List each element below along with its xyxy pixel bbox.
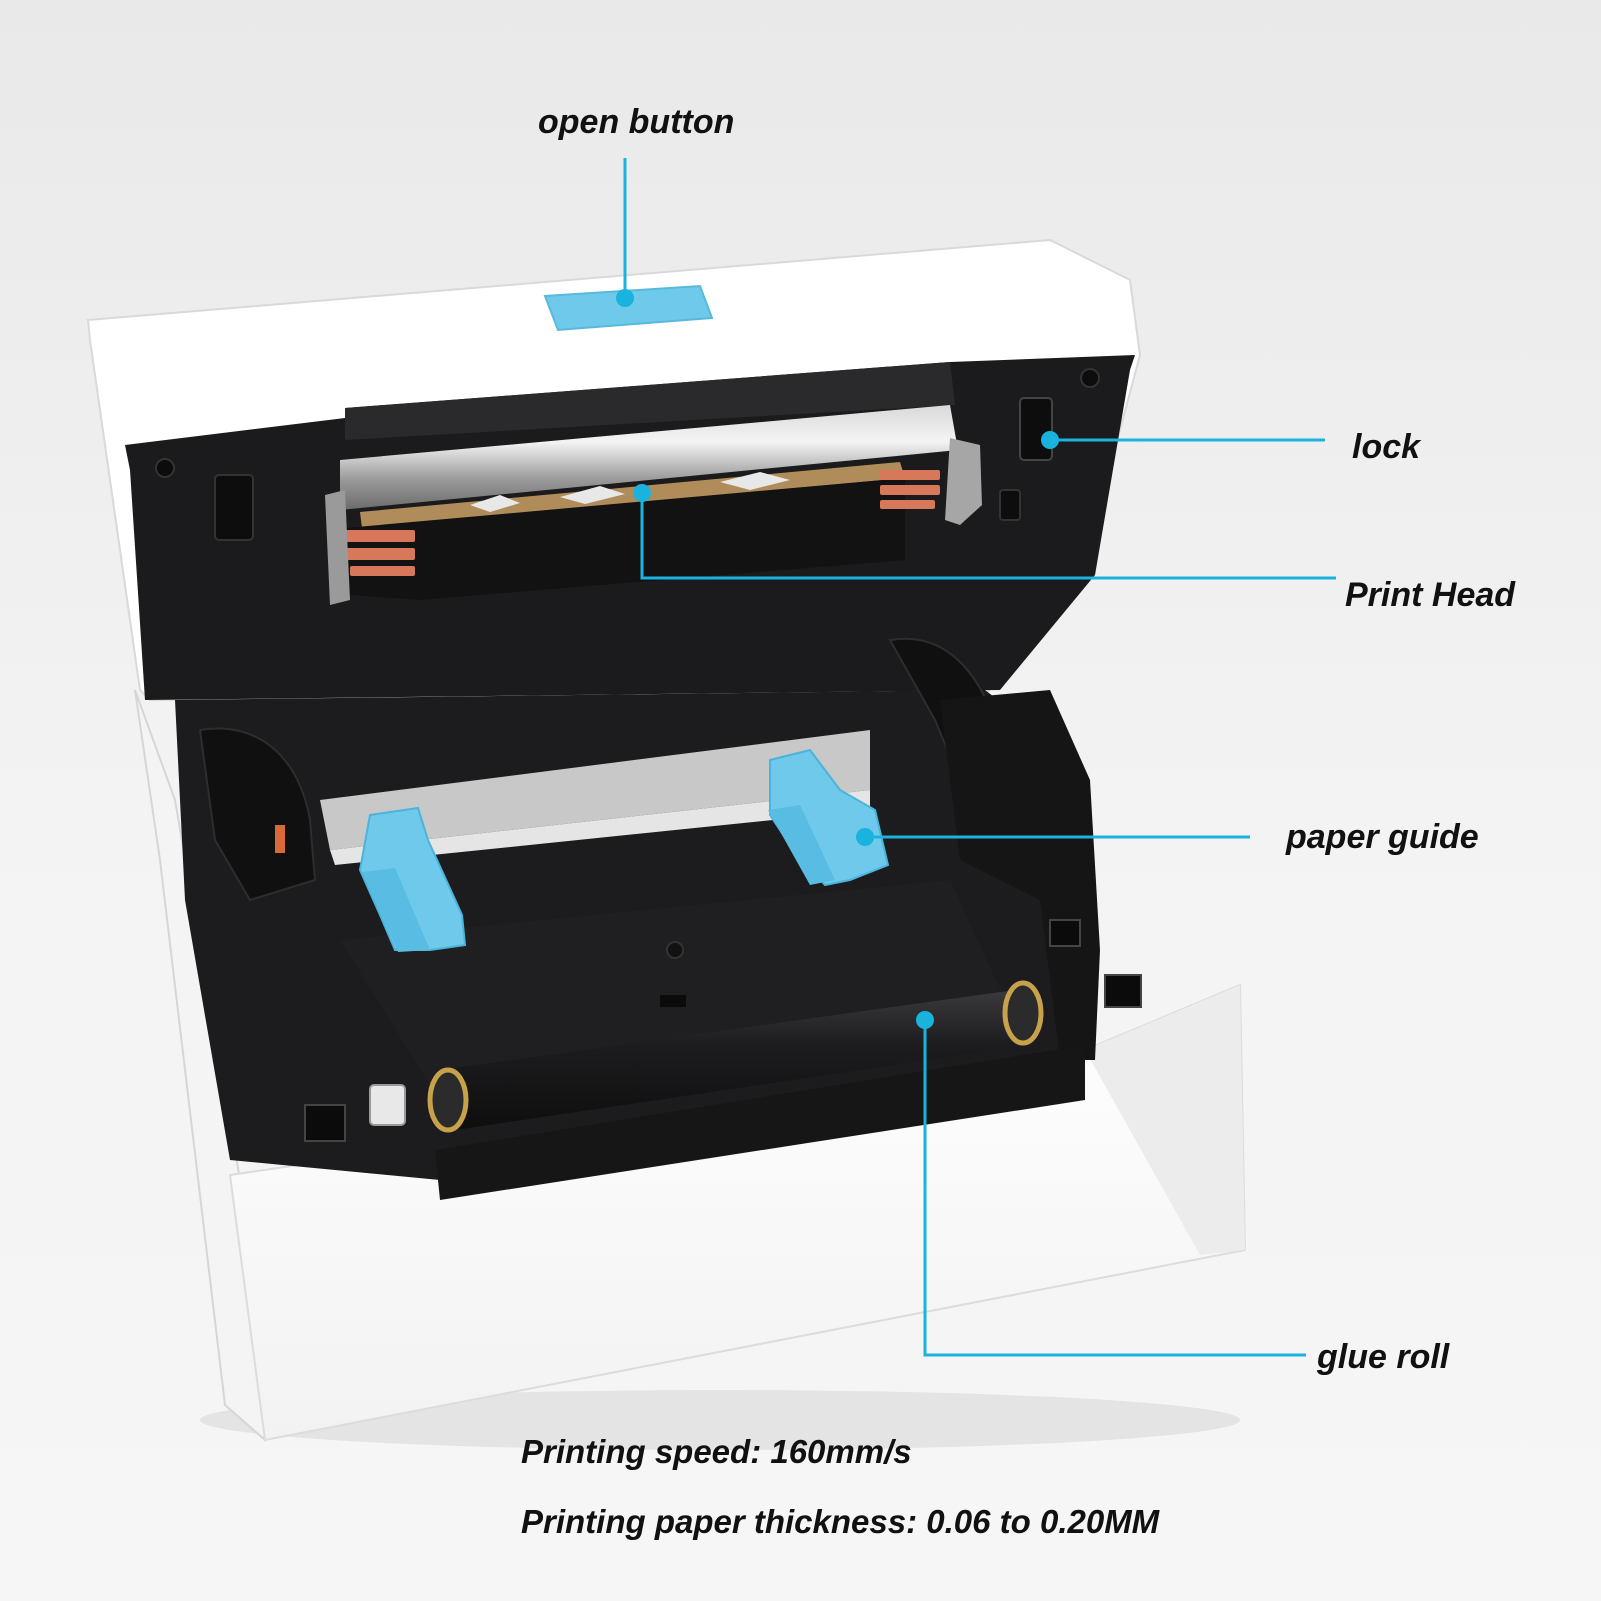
lock-dot	[1041, 431, 1059, 449]
paper-thickness-spec: Printing paper thickness: 0.06 to 0.20MM	[521, 1503, 1160, 1540]
glue-roll-dot	[916, 1011, 934, 1029]
print-head-label: Print Head	[1345, 576, 1516, 614]
paper-guide-label: paper guide	[1286, 818, 1479, 856]
lock-label: lock	[1352, 428, 1421, 466]
leader-lines	[623, 158, 1336, 1357]
paper-guides	[358, 748, 890, 952]
glue-roll-assembly	[369, 980, 1085, 1200]
open-button-part	[543, 284, 714, 332]
open-button-dot	[616, 289, 634, 307]
print-head-dot	[633, 484, 651, 502]
leader-dots	[616, 289, 1059, 1029]
print-head-assembly	[325, 405, 982, 605]
open-button-label: open button	[538, 103, 735, 141]
paper-guide-dot	[856, 828, 874, 846]
glue-roll-label: glue roll	[1317, 1338, 1450, 1376]
printing-speed-spec: Printing speed: 160mm/s	[521, 1433, 912, 1470]
